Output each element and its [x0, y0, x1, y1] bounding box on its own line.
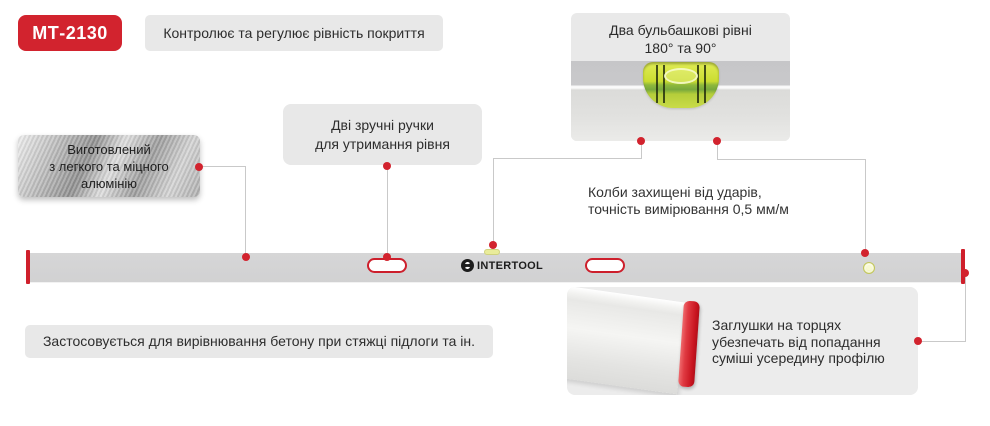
callout-protection-line2: точність вимірювання 0,5 мм/м [588, 201, 789, 217]
connector-dot [195, 163, 203, 171]
callout-handles-line2: для утримання рівня [315, 135, 450, 152]
vial-tick-mark [655, 65, 658, 103]
level-top-vial-icon [484, 249, 500, 255]
brand-logo-text: INTERTOOL [477, 259, 544, 272]
connector-line [865, 159, 866, 253]
callout-handles-line1: Дві зручні ручки [331, 116, 434, 133]
callout-endcaps-line1: Заглушки на торцях [712, 317, 842, 333]
bubble-vial-icon [642, 62, 719, 108]
connector-line [245, 166, 246, 257]
connector-line [717, 159, 866, 160]
profile-3d-image [567, 287, 690, 395]
connector-line [200, 166, 246, 167]
callout-vials-line1: Два бульбашкові рівні [609, 22, 752, 38]
callout-vials: Два бульбашкові рівні 180° та 90° [571, 13, 790, 141]
connector-dot [489, 241, 497, 249]
callout-handles: Дві зручні ручки для утримання рівня [283, 104, 482, 165]
connector-line [965, 273, 966, 341]
connector-dot [242, 253, 250, 261]
level-round-vial-icon [863, 262, 875, 274]
callout-aluminum-line3: алюмінію [80, 175, 138, 191]
connector-dot [383, 253, 391, 261]
vial-tick-mark [703, 65, 706, 103]
level-right-endcap [961, 249, 965, 284]
callout-protection-line1: Колби захищені від ударів, [588, 184, 762, 200]
connector-line [641, 141, 642, 159]
callout-aluminum: Виготовлений з легкого та міцного алюмін… [18, 135, 200, 197]
callout-application: Застосовується для вирівнювання бетону п… [25, 325, 493, 358]
connector-line [387, 166, 388, 257]
vial-bubble-icon [663, 68, 698, 84]
model-badge-label: МТ-2130 [32, 22, 108, 43]
vial-tick-mark [696, 65, 699, 103]
callout-endcaps-line3: суміші усередину профілю [712, 350, 885, 366]
callout-endcaps-text: Заглушки на торцях убезпечать від попада… [712, 317, 885, 367]
callout-application-text: Застосовується для вирівнювання бетону п… [42, 333, 476, 349]
level-handle-right [585, 258, 625, 273]
callout-endcaps: Заглушки на торцях убезпечать від попада… [567, 287, 918, 395]
brand-logo: INTERTOOL [461, 258, 543, 273]
connector-line [918, 341, 966, 342]
connector-line [493, 158, 494, 246]
connector-dot [637, 137, 645, 145]
vial-closeup-photo [571, 61, 790, 141]
level-left-endcap [26, 250, 30, 284]
connector-dot [914, 337, 922, 345]
callout-endcaps-line2: убезпечать від попадання [712, 333, 881, 350]
connector-dot [861, 249, 869, 257]
connector-dot [383, 162, 391, 170]
connector-dot [713, 137, 721, 145]
model-badge: МТ-2130 [18, 15, 122, 51]
connector-dot [961, 269, 969, 277]
level-bar [28, 253, 965, 283]
callout-aluminum-line1: Виготовлений [67, 141, 151, 157]
intertool-logo-icon [461, 259, 474, 272]
connector-line [493, 158, 642, 159]
callout-control-text: Контролює та регулює рівність покриття [163, 24, 425, 41]
callout-aluminum-line2: з легкого та міцного [49, 158, 169, 174]
callout-protection: Колби захищені від ударів, точність вимі… [588, 184, 789, 218]
connector-line [717, 141, 718, 160]
vial-tick-mark [662, 65, 665, 103]
callout-vials-caption: Два бульбашкові рівні 180° та 90° [571, 13, 790, 61]
callout-vials-line2: 180° та 90° [644, 40, 717, 56]
callout-control: Контролює та регулює рівність покриття [145, 15, 443, 51]
